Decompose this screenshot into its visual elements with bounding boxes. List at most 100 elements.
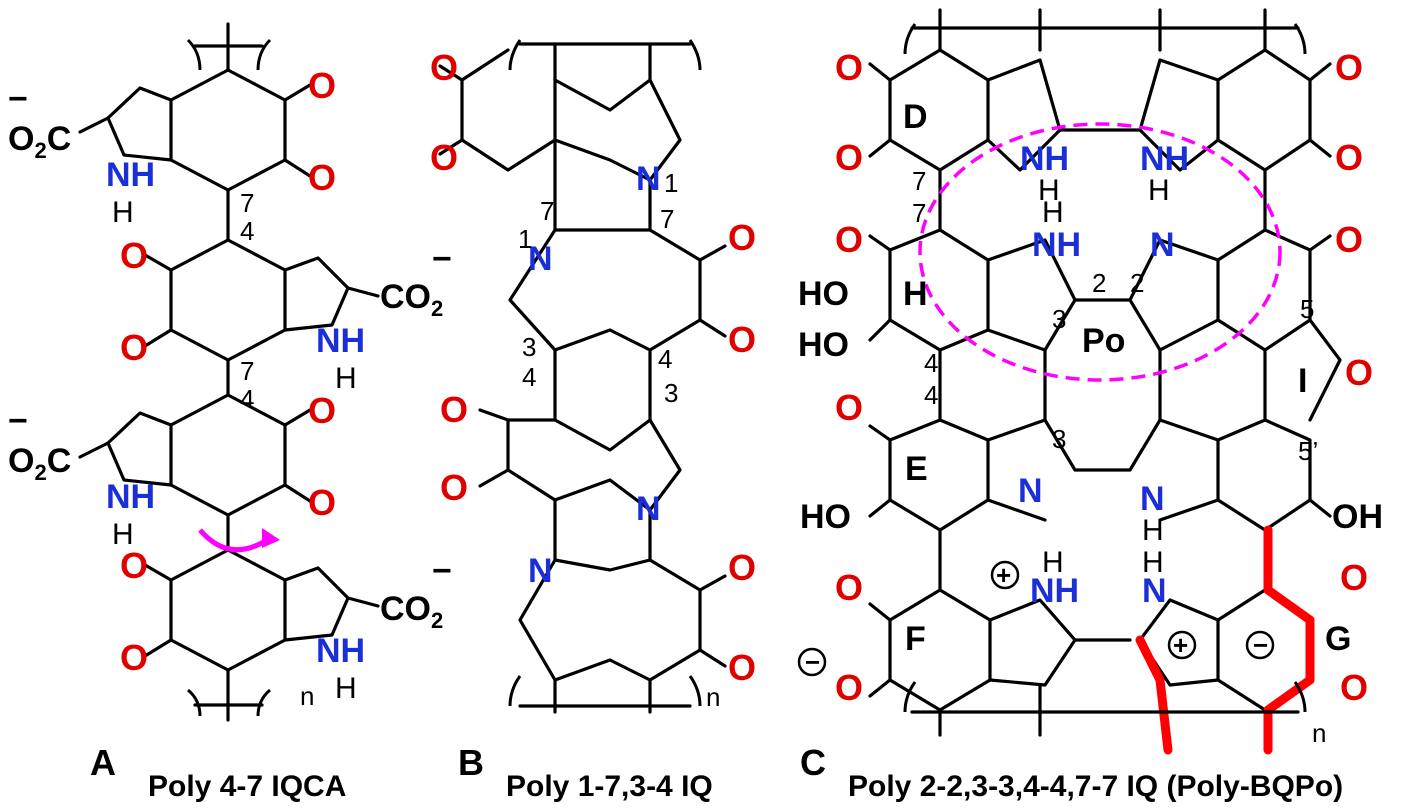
svg-text:O: O [440, 389, 468, 430]
svg-text:O: O [308, 65, 336, 106]
svg-text:C: C [800, 742, 826, 783]
svg-text:NH: NH [1020, 140, 1069, 178]
svg-text:+: + [1173, 630, 1188, 660]
conjugation-highlight [1135, 525, 1315, 755]
svg-text:NH: NH [106, 478, 155, 516]
caption-c: Poly 2-2,3-3,4-4,7-7 IQ (Poly-BQPo) [848, 770, 1344, 803]
svg-text:E: E [905, 450, 928, 488]
svg-text:O: O [1335, 137, 1363, 178]
svg-text:G: G [1325, 620, 1351, 658]
svg-text:3: 3 [664, 378, 678, 408]
svg-text:O: O [728, 319, 756, 360]
svg-text:5: 5 [1300, 294, 1314, 324]
bracket [186, 38, 272, 71]
svg-text:H: H [112, 518, 134, 551]
svg-text:O: O [1335, 219, 1363, 260]
svg-text:HO: HO [798, 275, 849, 313]
svg-text:NH: NH [316, 632, 365, 670]
svg-text:4: 4 [924, 380, 938, 410]
svg-text:O: O [440, 467, 468, 508]
svg-text:O: O [308, 482, 336, 523]
svg-text:3: 3 [1052, 304, 1066, 334]
svg-text:4: 4 [522, 362, 536, 392]
svg-text:3: 3 [1052, 424, 1066, 454]
svg-text:n: n [706, 682, 720, 712]
svg-text:O: O [120, 235, 148, 276]
svg-text:4: 4 [924, 348, 938, 378]
porphyrin-highlight [918, 122, 1282, 382]
svg-text:n: n [300, 681, 314, 711]
svg-text:CO2: CO2 [380, 278, 443, 321]
structure-b: O O O O O O O O N N N N 1 7 7 1 3 4 4 3 … [430, 39, 756, 783]
svg-text:O: O [835, 387, 863, 428]
svg-text:O: O [835, 137, 863, 178]
svg-text:NH: NH [106, 156, 155, 194]
svg-text:2: 2 [1092, 268, 1106, 298]
svg-text:2: 2 [1130, 268, 1144, 298]
svg-text:3: 3 [522, 332, 536, 362]
svg-text:NH: NH [1032, 226, 1081, 264]
svg-text:O: O [728, 217, 756, 258]
svg-text:−: − [8, 80, 28, 118]
caption-a: Poly 4-7 IQCA [148, 770, 347, 803]
svg-text:5’: 5’ [1298, 436, 1318, 466]
svg-text:n: n [1312, 718, 1326, 748]
svg-text:N: N [1150, 226, 1175, 264]
svg-text:NH: NH [316, 322, 365, 360]
svg-text:NH: NH [1140, 140, 1189, 178]
svg-text:A: A [90, 742, 116, 783]
caption-b: Poly 1-7,3-4 IQ [506, 770, 713, 803]
svg-text:1: 1 [664, 168, 678, 198]
structure-c: O O O O O O O O O O O O HO HO HO OH NH H… [797, 8, 1383, 783]
svg-text:N: N [528, 552, 553, 590]
svg-text:N: N [1018, 472, 1043, 510]
svg-text:OH: OH [1332, 498, 1383, 536]
svg-text:H: H [903, 275, 928, 313]
svg-text:7: 7 [660, 204, 674, 234]
svg-text:O: O [1335, 47, 1363, 88]
svg-text:H: H [1142, 514, 1164, 547]
svg-text:O: O [120, 545, 148, 586]
svg-text:H: H [1042, 196, 1064, 229]
svg-text:H: H [335, 362, 357, 395]
svg-text:H: H [1042, 546, 1064, 579]
svg-text:4: 4 [240, 216, 254, 246]
svg-text:O: O [120, 327, 148, 368]
svg-text:H: H [112, 196, 134, 229]
svg-text:7: 7 [912, 198, 926, 228]
svg-text:H: H [1148, 174, 1170, 207]
svg-text:O: O [835, 47, 863, 88]
svg-text:HO: HO [800, 498, 851, 536]
svg-text:O: O [835, 667, 863, 708]
svg-text:O: O [308, 157, 336, 198]
svg-text:N: N [1142, 572, 1167, 610]
svg-text:−: − [8, 402, 28, 440]
svg-text:7: 7 [240, 356, 254, 386]
svg-text:−: − [805, 647, 820, 677]
structure-a: O O O O O O O O NH H NH H NH H NH H O2C … [8, 22, 452, 783]
svg-text:N: N [1140, 480, 1165, 518]
svg-text:7: 7 [540, 196, 554, 226]
rotation-arrow [198, 528, 272, 553]
svg-text:O: O [835, 567, 863, 608]
svg-text:+: + [996, 560, 1011, 590]
svg-text:O: O [728, 547, 756, 588]
svg-text:−: − [1253, 630, 1268, 660]
svg-text:4: 4 [240, 384, 254, 414]
svg-text:HO: HO [798, 326, 849, 364]
svg-text:O: O [1340, 557, 1368, 598]
svg-text:I: I [1298, 362, 1307, 400]
svg-text:O: O [430, 137, 458, 178]
svg-text:H: H [1038, 174, 1060, 207]
svg-text:O: O [120, 637, 148, 678]
svg-text:−: − [432, 240, 452, 278]
svg-text:O: O [1340, 667, 1368, 708]
svg-text:O: O [1345, 352, 1373, 393]
svg-text:O2C: O2C [8, 442, 71, 485]
svg-text:N: N [636, 490, 661, 528]
svg-text:NH: NH [1030, 572, 1079, 610]
svg-text:N: N [636, 160, 661, 198]
svg-text:D: D [903, 98, 928, 136]
